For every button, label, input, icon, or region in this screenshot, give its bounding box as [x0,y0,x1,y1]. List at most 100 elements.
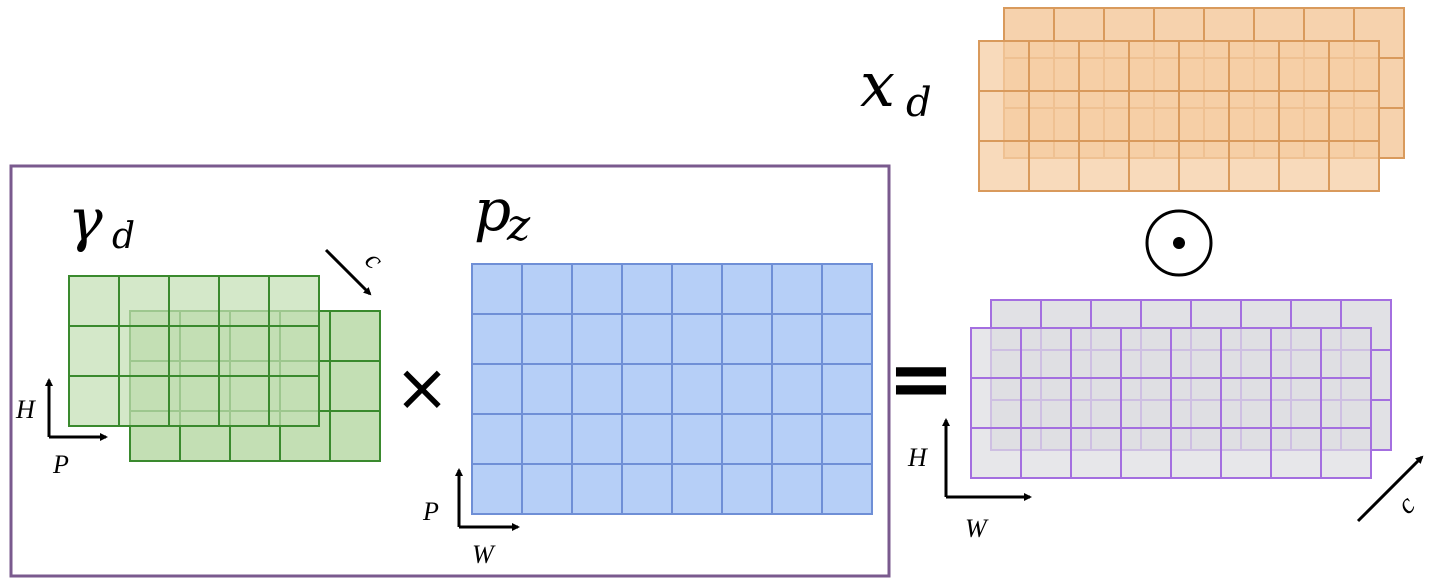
equals-operator: = [887,332,954,425]
pz-cell [671,463,723,515]
gamma-symbol: γ [68,186,103,254]
gamma-front-cell [168,375,220,427]
xd-front-cell [978,40,1030,92]
pz-cell [471,313,523,365]
pz-axis-w-label: W [472,540,496,569]
result-front-cell [970,427,1022,479]
gamma-back-cell [329,360,381,412]
result-axis-h-label: H [907,443,928,472]
pz-cell [471,463,523,515]
gamma-front-cell [168,325,220,377]
pz-cell [471,413,523,465]
xd-front-cell [1078,140,1130,192]
pz-cell [521,363,573,415]
result-front-cell [1220,377,1272,429]
result-axis-w-label: W [965,514,989,543]
result-front-cell [1220,327,1272,379]
result-grid-front-layer [970,327,1372,479]
gamma-front-cell [218,275,270,327]
gamma-front-cell [168,275,220,327]
result-front-cell [1320,377,1372,429]
pz-axes [455,468,520,531]
xd-front-cell [1278,90,1330,142]
result-front-cell [1070,427,1122,479]
pz-cell [721,263,773,315]
result-front-cell [1320,327,1372,379]
pz-cell [521,413,573,465]
pz-cell [471,363,523,415]
xd-front-cell [1128,90,1180,142]
pz-cell [571,413,623,465]
result-front-cell [1170,427,1222,479]
pz-subscript: z [506,200,531,251]
xd-front-cell [1028,90,1080,142]
gamma-front-cell [268,275,320,327]
xd-front-cell [1178,140,1230,192]
gamma-front-cell [268,375,320,427]
gamma-axis-p-label: P [52,450,69,479]
result-front-cell [1020,427,1072,479]
left-frame [9,164,891,578]
pz-cell [671,363,723,415]
pz-cell [621,463,673,515]
pz-cell [671,413,723,465]
gamma-subscript: d [112,216,135,257]
hadamard-operator [1145,209,1213,277]
pz-cell [771,413,823,465]
result-front-cell [1070,327,1122,379]
result-front-cell [1270,427,1322,479]
times-operator: × [394,349,449,426]
xd-front-cell [1328,40,1380,92]
result-front-cell [1170,377,1222,429]
xd-front-cell [1328,140,1380,192]
result-front-cell [1070,377,1122,429]
gamma-grid-front-layer [68,275,320,427]
gamma-axes [45,248,372,441]
result-front-cell [1020,327,1072,379]
gamma-front-cell [218,325,270,377]
xd-front-cell [1278,40,1330,92]
result-front-cell [1020,377,1072,429]
gamma-axis-h-label: H [15,395,36,424]
pz-cell [721,463,773,515]
pz-cell [771,313,823,365]
xd-front-cell [1128,140,1180,192]
xd-symbol: x [860,48,895,121]
gamma-front-cell [218,375,270,427]
pz-cell [571,313,623,365]
xd-front-cell [1078,90,1130,142]
pz-cell [571,463,623,515]
gamma-front-cell [118,375,170,427]
pz-cell [521,463,573,515]
pz-cell [821,363,873,415]
gamma-back-cell [329,310,381,362]
result-front-cell [1120,427,1172,479]
xd-front-cell [1228,140,1280,192]
pz-axis-p-label: P [422,497,439,526]
result-front-cell [970,327,1022,379]
xd-front-cell [1178,40,1230,92]
pz-cell [771,363,823,415]
pz-cell [671,263,723,315]
gamma-front-cell [68,375,120,427]
pz-cell [721,313,773,365]
gamma-back-cell [329,410,381,462]
pz-cell [771,263,823,315]
gamma-front-cell [68,275,120,327]
pz-cell [521,263,573,315]
result-front-cell [1270,327,1322,379]
pz-cell [521,313,573,365]
pz-cell [821,413,873,465]
result-axes [942,418,1424,523]
pz-cell [721,363,773,415]
pz-cell [471,263,523,315]
pz-symbol: p [474,176,511,244]
pz-cell [621,363,673,415]
pz-cell [571,363,623,415]
xd-front-cell [1028,40,1080,92]
gamma-front-cell [68,325,120,377]
gamma-front-cell [268,325,320,377]
pz-cell [671,313,723,365]
result-front-cell [1270,377,1322,429]
xd-front-cell [978,90,1030,142]
